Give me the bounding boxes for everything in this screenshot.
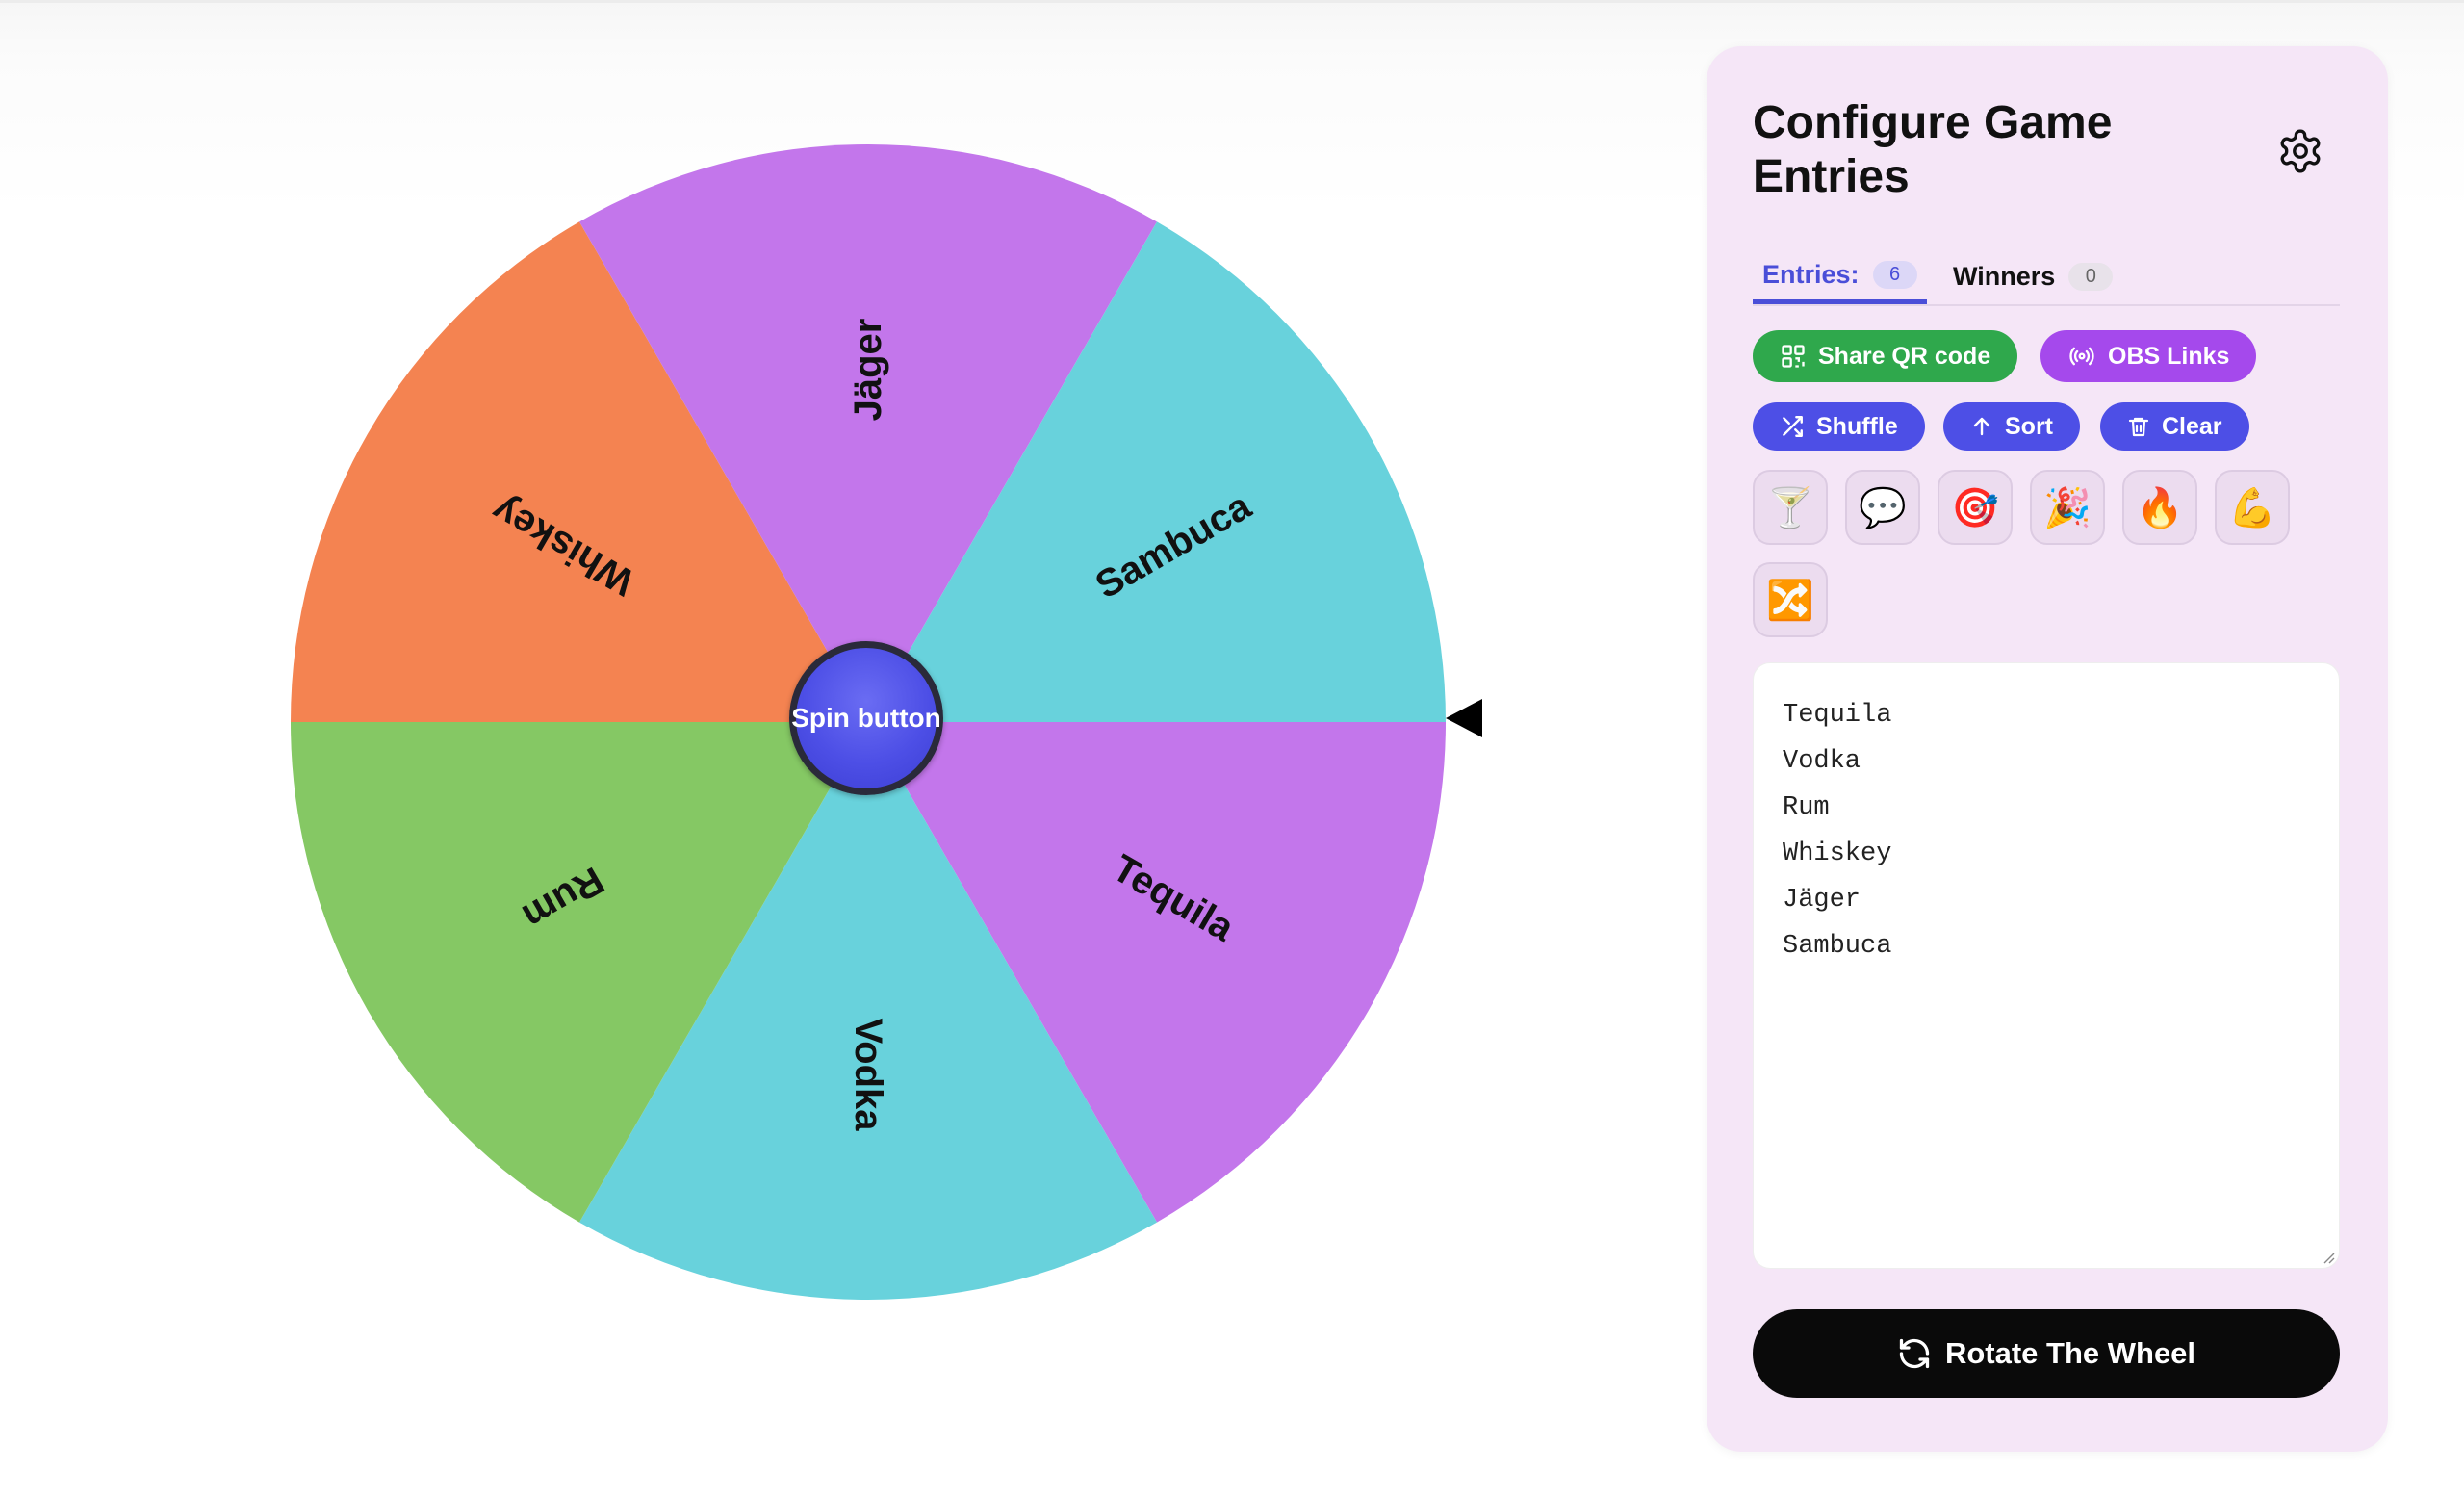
- wheel-pointer: [1446, 699, 1482, 737]
- share-qr-button[interactable]: Share QR code: [1753, 330, 2018, 382]
- entry-line: Whiskey: [1783, 839, 1892, 868]
- entry-line: Sambuca: [1783, 932, 1892, 961]
- sort-button[interactable]: Sort: [1943, 402, 2080, 451]
- shuffle-icon: [1783, 416, 1803, 437]
- qr-code-icon: [1782, 345, 1805, 368]
- wheel-segment: [579, 144, 1157, 722]
- tab-winners[interactable]: Winners 0: [1953, 250, 2114, 302]
- winners-count-badge: 0: [2068, 262, 2114, 291]
- fire-emoji-button[interactable]: 🔥: [2122, 470, 2197, 545]
- wheel-segment: [868, 722, 1446, 1223]
- entry-line: Jäger: [1783, 886, 1861, 915]
- entry-line: Rum: [1783, 793, 1830, 822]
- target-emoji-button[interactable]: 🎯: [1938, 470, 2013, 545]
- speech-bubble-emoji-button[interactable]: 💬: [1845, 470, 1920, 545]
- entry-line: Vodka: [1783, 747, 1861, 776]
- flexed-biceps-emoji-button[interactable]: 💪: [2215, 470, 2290, 545]
- tab-entries[interactable]: Entries: 6: [1753, 250, 1927, 304]
- entry-line: Tequila: [1783, 701, 1892, 730]
- panel-title: Configure Game Entries: [1753, 97, 2113, 202]
- gear-icon[interactable]: [2276, 127, 2324, 175]
- entries-winners-tabs: Entries: 6 Winners 0: [1753, 250, 2340, 306]
- broadcast-icon: [2069, 347, 2094, 366]
- obs-links-button[interactable]: OBS Links: [2040, 330, 2257, 382]
- tab-winners-label: Winners: [1953, 261, 2056, 291]
- tab-entries-label: Entries:: [1762, 260, 1860, 289]
- rotate-wheel-button[interactable]: Rotate The Wheel: [1753, 1309, 2340, 1398]
- trash-icon: [2128, 417, 2149, 437]
- wheel-segment: [291, 221, 868, 722]
- clear-label: Clear: [2162, 412, 2222, 440]
- shuffle-button[interactable]: Shuffle: [1753, 402, 1925, 451]
- party-popper-emoji-button[interactable]: 🎉: [2030, 470, 2105, 545]
- spin-button[interactable]: Spin button: [789, 641, 943, 795]
- arrow-up-icon: [1973, 417, 1990, 436]
- entries-count-badge: 6: [1872, 261, 1917, 289]
- cocktail-emoji-button[interactable]: 🍸: [1753, 470, 1828, 545]
- resize-handle-icon[interactable]: [2320, 1249, 2335, 1264]
- configure-panel: Configure Game Entries Entries: 6 Winner…: [1707, 46, 2388, 1452]
- sort-label: Sort: [2005, 412, 2053, 440]
- share-qr-label: Share QR code: [1818, 342, 1991, 370]
- refresh-icon: [1899, 1338, 1930, 1369]
- wheel-segment: [579, 722, 1157, 1300]
- wheel-segment-label: Vodka: [847, 1018, 889, 1131]
- wheel-segment-label: Jäger: [847, 319, 889, 422]
- top-divider: [0, 0, 2464, 3]
- wheel-segment: [291, 722, 868, 1223]
- wheel-segment: [868, 221, 1446, 722]
- entries-textarea[interactable]: Tequila Vodka Rum Whiskey Jäger Sambuca: [1753, 662, 2340, 1269]
- obs-links-label: OBS Links: [2108, 342, 2230, 370]
- shuffle-label: Shuffle: [1816, 412, 1898, 440]
- rotate-wheel-label: Rotate The Wheel: [1944, 1336, 2196, 1370]
- clear-button[interactable]: Clear: [2100, 402, 2249, 451]
- shuffle-emoji-button[interactable]: 🔀: [1753, 562, 1828, 637]
